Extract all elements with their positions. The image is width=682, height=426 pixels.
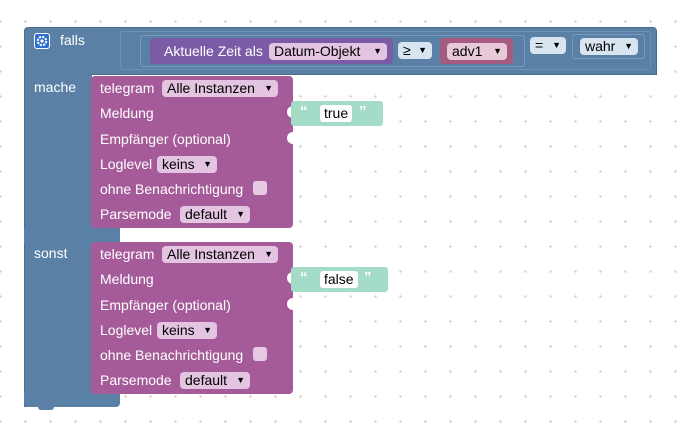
instance-value: Alle Instanzen bbox=[167, 246, 255, 262]
if-middle-bar[interactable] bbox=[24, 227, 120, 244]
variable-dropdown[interactable]: adv1 ▼ bbox=[447, 43, 507, 60]
operator-dropdown[interactable]: ≥ ▼ bbox=[398, 42, 432, 59]
ohne-checkbox[interactable] bbox=[253, 181, 267, 195]
chevron-down-icon: ▼ bbox=[264, 249, 273, 259]
input-notch bbox=[287, 298, 293, 310]
operator-value: ≥ bbox=[403, 42, 411, 58]
meldung-label: Meldung bbox=[100, 105, 154, 121]
if-bottom-tab bbox=[38, 406, 54, 410]
telegram-block-body[interactable] bbox=[91, 242, 293, 394]
ohne-label: ohne Benachrichtigung bbox=[100, 181, 244, 197]
telegram-title: telegram bbox=[100, 80, 155, 96]
parsemode-value: default bbox=[185, 372, 228, 388]
if-bottom-bar[interactable] bbox=[24, 392, 120, 407]
time-format-dropdown[interactable]: Datum-Objekt ▼ bbox=[269, 43, 387, 60]
telegram-title: telegram bbox=[100, 246, 155, 262]
chevron-down-icon: ▼ bbox=[493, 46, 502, 56]
meldung-label: Meldung bbox=[100, 271, 154, 287]
time-format-value: Datum-Objekt bbox=[274, 43, 361, 59]
close-quote-icon: ” bbox=[359, 103, 367, 120]
variable-value: adv1 bbox=[452, 43, 483, 59]
time-label: Aktuelle Zeit als bbox=[164, 43, 263, 59]
chevron-down-icon: ▼ bbox=[418, 45, 427, 55]
text-value[interactable]: false bbox=[320, 271, 358, 288]
loglevel-label: Loglevel bbox=[100, 322, 153, 338]
open-quote-icon: “ bbox=[300, 269, 308, 286]
mache-label: mache bbox=[34, 79, 77, 95]
instance-dropdown[interactable]: Alle Instanzen ▼ bbox=[162, 246, 278, 263]
parsemode-dropdown[interactable]: default ▼ bbox=[180, 206, 250, 223]
input-notch bbox=[287, 106, 293, 118]
loglevel-dropdown[interactable]: keins ▼ bbox=[157, 322, 217, 339]
parsemode-label: Parsemode bbox=[100, 372, 172, 388]
empfaenger-label: Empfänger (optional) bbox=[100, 297, 231, 313]
boolean-dropdown[interactable]: wahr ▼ bbox=[580, 38, 638, 55]
sonst-label: sonst bbox=[34, 245, 68, 261]
input-notch bbox=[287, 132, 293, 144]
loglevel-dropdown[interactable]: keins ▼ bbox=[157, 156, 217, 173]
loglevel-value: keins bbox=[162, 156, 195, 172]
chevron-down-icon: ▼ bbox=[552, 40, 561, 50]
loglevel-label: Loglevel bbox=[100, 156, 153, 172]
chevron-down-icon: ▼ bbox=[624, 41, 633, 51]
ohne-label: ohne Benachrichtigung bbox=[100, 347, 244, 363]
chevron-down-icon: ▼ bbox=[236, 209, 245, 219]
input-notch bbox=[287, 272, 293, 284]
eq-operator-dropdown[interactable]: = ▼ bbox=[530, 37, 566, 54]
text-value[interactable]: true bbox=[320, 105, 353, 122]
instance-value: Alle Instanzen bbox=[167, 80, 255, 96]
ohne-checkbox[interactable] bbox=[253, 347, 267, 361]
falls-label: falls bbox=[60, 32, 85, 48]
chevron-down-icon: ▼ bbox=[373, 46, 382, 56]
close-quote-icon: ” bbox=[364, 269, 372, 286]
parsemode-dropdown[interactable]: default ▼ bbox=[180, 372, 250, 389]
chevron-down-icon: ▼ bbox=[203, 325, 212, 335]
instance-dropdown[interactable]: Alle Instanzen ▼ bbox=[162, 80, 278, 97]
parsemode-value: default bbox=[185, 206, 228, 222]
chevron-down-icon: ▼ bbox=[203, 159, 212, 169]
chevron-down-icon: ▼ bbox=[236, 375, 245, 385]
chevron-down-icon: ▼ bbox=[264, 83, 273, 93]
empfaenger-label: Empfänger (optional) bbox=[100, 131, 231, 147]
boolean-value: wahr bbox=[585, 38, 616, 54]
eq-operator-value: = bbox=[535, 37, 544, 53]
parsemode-label: Parsemode bbox=[100, 206, 172, 222]
gear-icon[interactable] bbox=[34, 33, 50, 49]
loglevel-value: keins bbox=[162, 322, 195, 338]
open-quote-icon: “ bbox=[300, 103, 308, 120]
telegram-block-body[interactable] bbox=[91, 76, 293, 228]
